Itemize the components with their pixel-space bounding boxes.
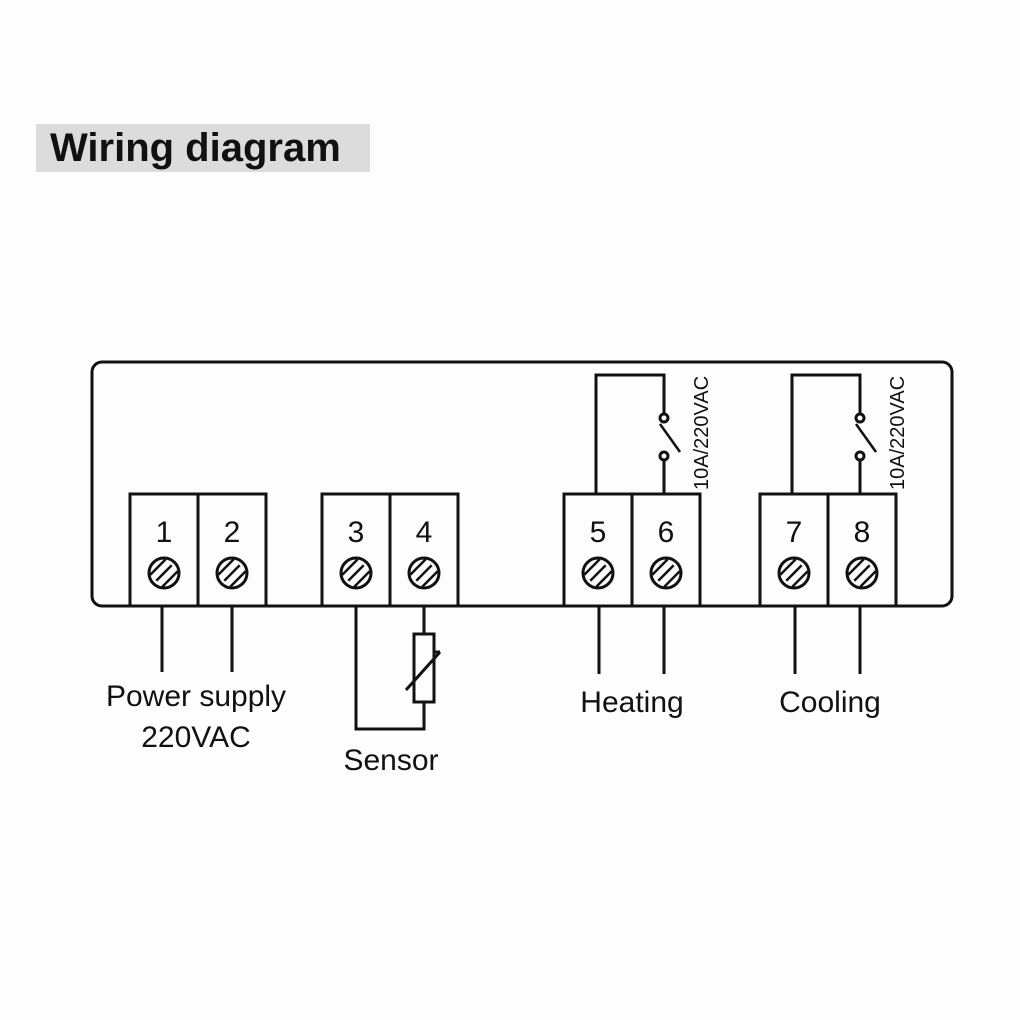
terminal-number: 7	[786, 516, 803, 549]
screw-slot	[217, 558, 235, 576]
screw-slot	[155, 564, 173, 582]
cooling-label: Cooling	[779, 686, 881, 719]
screw-slot	[149, 558, 167, 576]
terminal-number: 6	[658, 516, 675, 549]
heating-relay-rating: 10A/220VAC	[691, 376, 713, 490]
screw-slot	[847, 558, 865, 576]
terminal-8: 8	[826, 492, 898, 608]
terminal-number: 3	[348, 516, 365, 549]
screw-slot	[421, 570, 439, 588]
thermistor-slash	[404, 650, 442, 692]
terminal-number: 5	[590, 516, 607, 549]
controller-housing	[90, 360, 954, 608]
screw-slot	[223, 564, 241, 582]
terminal-7: 7	[758, 492, 830, 608]
terminal-1: 1	[128, 492, 200, 608]
screw-slot	[785, 564, 803, 582]
screw-slot	[853, 564, 871, 582]
heating-label: Heating	[580, 686, 683, 719]
screw-slot	[595, 570, 613, 588]
terminal-4: 4	[388, 492, 460, 608]
screw-slot	[341, 558, 359, 576]
page-title: Wiring diagram	[50, 126, 341, 170]
cooling-relay	[790, 373, 878, 494]
power-supply-label: Power supply	[106, 680, 286, 713]
terminal-2: 2	[196, 492, 268, 608]
title-banner	[36, 124, 370, 172]
cooling-relay-rating: 10A/220VAC	[887, 376, 909, 490]
power-voltage-label: 220VAC	[141, 721, 251, 754]
screw-slot	[161, 570, 179, 588]
screw-slot	[657, 564, 675, 582]
sensor-wire-3	[354, 606, 426, 731]
screw-slot	[583, 558, 601, 576]
terminal-number: 1	[156, 516, 173, 549]
screw-slot	[589, 564, 607, 582]
heating-relay	[594, 373, 682, 494]
screw-slot	[791, 570, 809, 588]
screw-slot	[409, 558, 427, 576]
screw-slot	[353, 570, 371, 588]
screw-slot	[651, 558, 669, 576]
screw-slot	[229, 570, 247, 588]
screw-slot	[663, 570, 681, 588]
screw-slot	[415, 564, 433, 582]
terminal-number: 2	[224, 516, 241, 549]
terminal-number: 8	[854, 516, 871, 549]
terminal-3: 3	[320, 492, 392, 608]
screw-slot	[347, 564, 365, 582]
screw-slot	[779, 558, 797, 576]
screw-slot	[859, 570, 877, 588]
terminal-6: 6	[630, 492, 702, 608]
terminal-5: 5	[562, 492, 634, 608]
sensor-label: Sensor	[343, 744, 438, 777]
terminal-number: 4	[416, 516, 433, 549]
